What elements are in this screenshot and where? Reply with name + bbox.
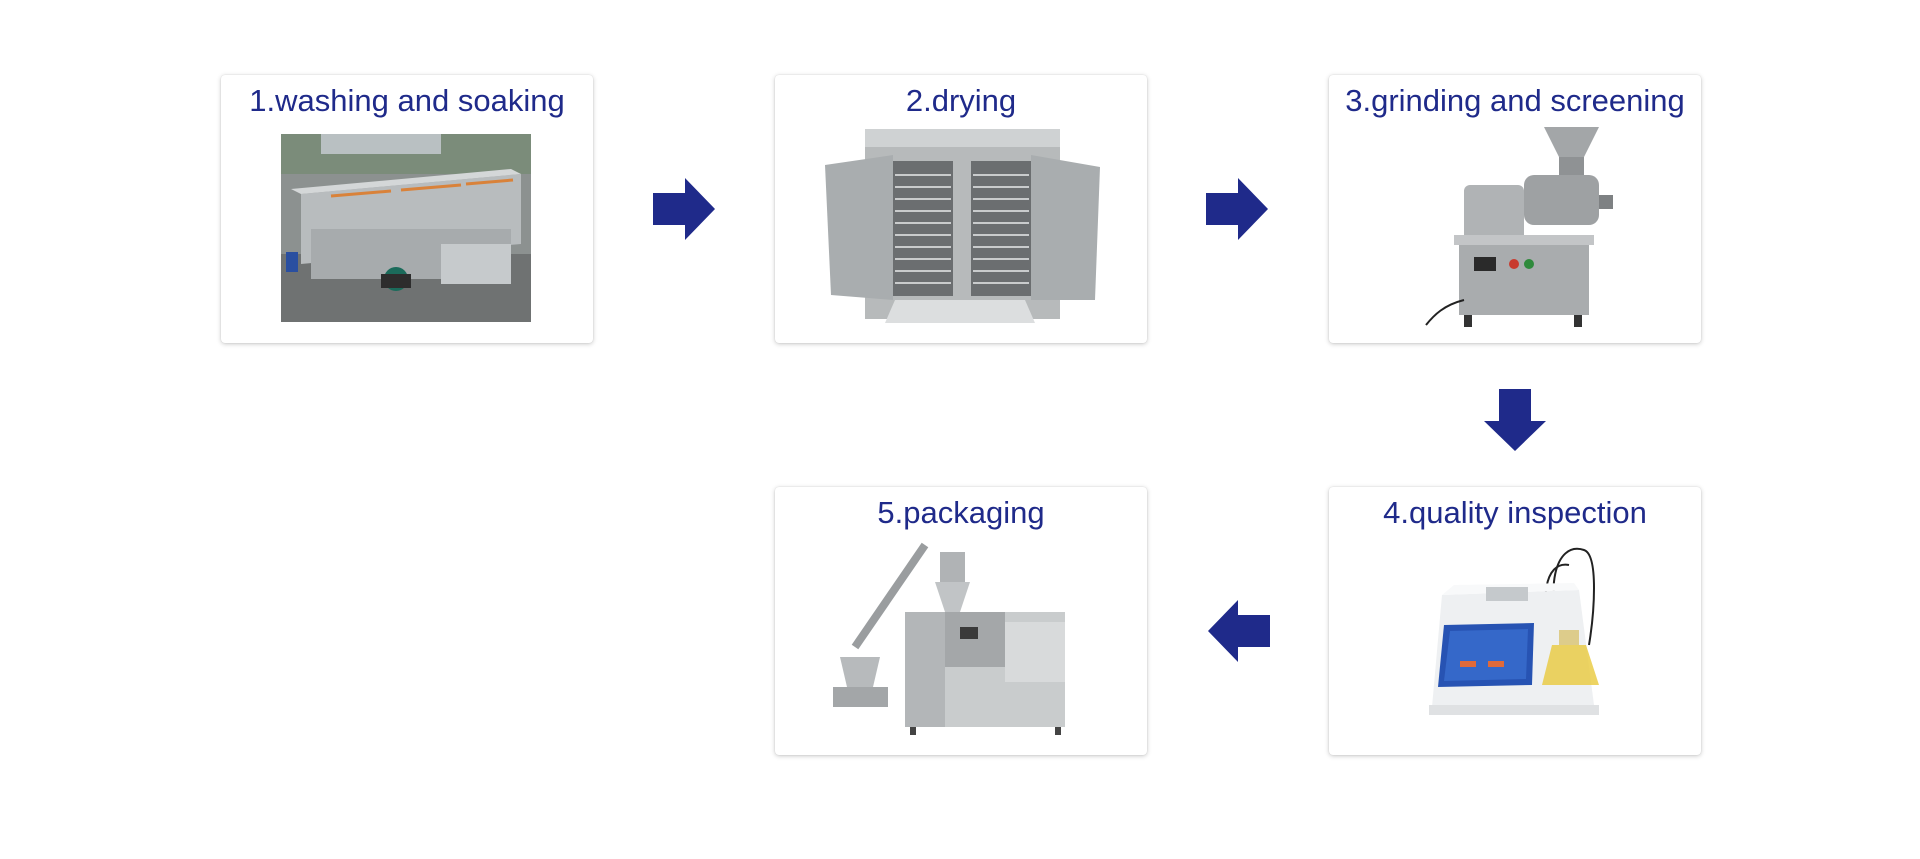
moisture-titrator-image bbox=[1424, 535, 1624, 735]
arrow-right-icon bbox=[1206, 178, 1268, 240]
step-title: 2.drying bbox=[775, 83, 1147, 119]
step-title: 1.washing and soaking bbox=[221, 83, 593, 119]
step-card-quality-inspection: 4.quality inspection bbox=[1329, 487, 1701, 755]
step-title: 5.packaging bbox=[775, 495, 1147, 531]
packaging-machine-image bbox=[825, 537, 1100, 737]
washing-machine-image bbox=[281, 134, 531, 322]
drying-oven-image bbox=[825, 125, 1100, 323]
grinder-machine-image bbox=[1424, 125, 1624, 330]
step-card-grinding: 3.grinding and screening bbox=[1329, 75, 1701, 343]
step-card-washing: 1.washing and soaking bbox=[221, 75, 593, 343]
step-card-packaging: 5.packaging bbox=[775, 487, 1147, 755]
step-card-drying: 2.drying bbox=[775, 75, 1147, 343]
step-title: 3.grinding and screening bbox=[1329, 83, 1701, 119]
arrow-right-icon bbox=[653, 178, 715, 240]
arrow-left-icon bbox=[1208, 600, 1270, 662]
arrow-down-icon bbox=[1484, 389, 1546, 451]
step-title: 4.quality inspection bbox=[1329, 495, 1701, 531]
